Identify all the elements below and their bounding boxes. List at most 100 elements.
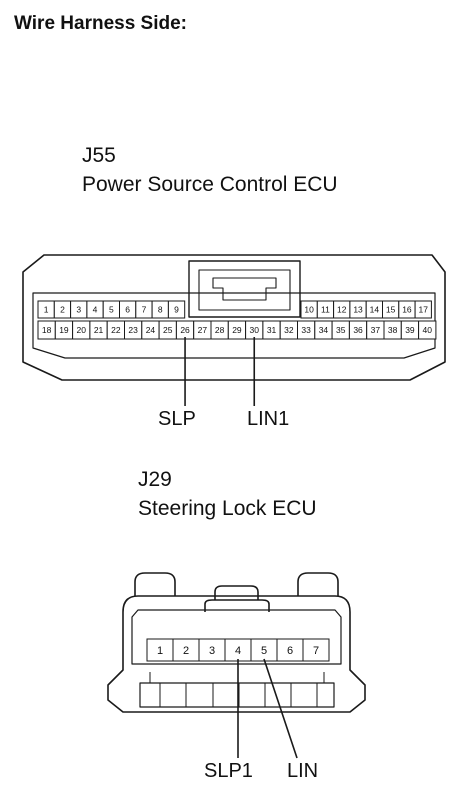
j55-pin-20-number: 20 <box>77 325 87 335</box>
j55-pin-35-number: 35 <box>336 325 346 335</box>
j55-pin-10-number: 10 <box>304 305 314 315</box>
j55-pin-39: 39 <box>400 320 420 340</box>
j55-pin-7-number: 7 <box>142 305 147 315</box>
j55-pin-32: 32 <box>279 320 299 340</box>
j55-pin-27: 27 <box>193 320 212 340</box>
j55-pin-32-number: 32 <box>284 325 294 335</box>
j55-pin-28: 28 <box>210 320 229 340</box>
j55-pin-3-number: 3 <box>76 305 81 315</box>
j55-pin-28-number: 28 <box>215 325 225 335</box>
j55-connector-body <box>22 254 446 381</box>
j55-pin-40-number: 40 <box>423 325 433 335</box>
j55-pin-5: 5 <box>102 300 120 319</box>
j29-leader-lin <box>263 658 298 759</box>
j55-pin-4-number: 4 <box>93 305 98 315</box>
j55-pin-2: 2 <box>53 300 72 319</box>
j55-pin-13-number: 13 <box>353 305 363 315</box>
j29-connector-id: J29 <box>138 468 172 491</box>
j29-callout-slp1: SLP1 <box>204 760 253 782</box>
j55-pin-17-number: 17 <box>419 305 429 315</box>
j55-pin-1-number: 1 <box>44 305 49 315</box>
j29-pin-5: 5 <box>250 638 278 662</box>
j55-pin-24: 24 <box>141 320 160 340</box>
j29-pin-grid: 1 2 3 4 5 6 7 <box>146 638 330 662</box>
j29-pin-7-number: 7 <box>313 645 319 657</box>
j29-connector-name: Steering Lock ECU <box>138 497 317 520</box>
j55-pin-6: 6 <box>119 300 137 319</box>
j55-pin-34-number: 34 <box>319 325 329 335</box>
j55-pin-9: 9 <box>167 300 186 319</box>
j55-pin-38: 38 <box>383 320 402 340</box>
j55-connector-name: Power Source Control ECU <box>82 173 338 196</box>
j55-pin-26-number: 26 <box>180 325 190 335</box>
j55-pin-37: 37 <box>366 320 385 340</box>
j55-pin-31-number: 31 <box>267 325 277 335</box>
j29-pin-2-number: 2 <box>183 645 189 657</box>
j55-pin-31: 31 <box>262 320 281 340</box>
j29-pin-4: 4 <box>224 638 252 662</box>
j29-pin-2: 2 <box>172 638 200 662</box>
j55-pin-8-number: 8 <box>158 305 163 315</box>
j55-pin-11: 11 <box>316 300 335 319</box>
j29-callout-lin: LIN <box>287 760 319 782</box>
j55-pin-2-number: 2 <box>60 305 65 315</box>
j55-pin-8: 8 <box>151 300 169 319</box>
j55-pin-22-number: 22 <box>111 325 121 335</box>
j55-pin-23: 23 <box>124 320 143 340</box>
j55-pin-19-number: 19 <box>59 325 69 335</box>
j29-pin-5-number: 5 <box>261 645 267 657</box>
j55-pin-7: 7 <box>135 300 153 319</box>
j55-pin-21-number: 21 <box>94 325 104 335</box>
j55-pin-20: 20 <box>72 320 91 340</box>
j55-pin-24-number: 24 <box>146 325 156 335</box>
j55-pin-1: 1 <box>37 300 55 319</box>
j55-pin-18: 18 <box>37 320 56 340</box>
j55-pin-4: 4 <box>86 300 104 319</box>
j29-connector-body <box>107 572 366 713</box>
j55-pin-16: 16 <box>398 300 416 319</box>
j55-pin-6-number: 6 <box>125 305 130 315</box>
j29-pin-4-number: 4 <box>235 645 241 657</box>
j29-pin-7: 7 <box>302 638 330 662</box>
j55-callout-lin1: LIN1 <box>247 408 290 430</box>
j55-pin-14: 14 <box>365 300 384 319</box>
j29-pin-6-number: 6 <box>287 645 293 657</box>
j55-pin-11-number: 11 <box>321 305 330 315</box>
page-heading: Wire Harness Side: <box>14 13 188 34</box>
j55-pin-36: 36 <box>348 320 368 340</box>
j55-pin-33-number: 33 <box>301 325 311 335</box>
j55-pin-22: 22 <box>106 320 125 340</box>
j55-callout-slp: SLP <box>158 408 196 430</box>
j55-pin-19: 19 <box>54 320 74 340</box>
j29-pin-3-number: 3 <box>209 645 215 657</box>
j55-pin-3: 3 <box>70 300 88 319</box>
j55-pin-38-number: 38 <box>388 325 398 335</box>
j55-pin-29: 29 <box>227 320 247 340</box>
j29-pin-3: 3 <box>198 638 226 662</box>
j55-pin-39-number: 39 <box>405 325 415 335</box>
j55-pin-5-number: 5 <box>109 305 114 315</box>
j55-pin-36-number: 36 <box>353 325 363 335</box>
j55-pin-10: 10 <box>300 300 318 319</box>
j55-pin-12-number: 12 <box>337 305 347 315</box>
j55-pin-15-number: 15 <box>386 305 396 315</box>
j29-pin-1-number: 1 <box>157 645 163 657</box>
j55-pin-35: 35 <box>331 320 350 340</box>
j55-pin-27-number: 27 <box>198 325 208 335</box>
j55-pin-23-number: 23 <box>128 325 138 335</box>
j29-pin-6: 6 <box>276 638 304 662</box>
j55-pin-25-number: 25 <box>163 325 173 335</box>
j55-pin-40: 40 <box>418 320 437 340</box>
callout-leaders <box>184 337 298 759</box>
j29-pin-1: 1 <box>146 638 174 662</box>
j55-pin-12: 12 <box>333 300 351 319</box>
j55-pin-16-number: 16 <box>402 305 412 315</box>
j55-connector-id: J55 <box>82 144 116 167</box>
j55-pin-18-number: 18 <box>42 325 52 335</box>
j55-pin-30-number: 30 <box>250 325 260 335</box>
j55-pin-29-number: 29 <box>232 325 242 335</box>
j55-pin-17: 17 <box>414 300 432 319</box>
j55-pin-13: 13 <box>349 300 367 319</box>
